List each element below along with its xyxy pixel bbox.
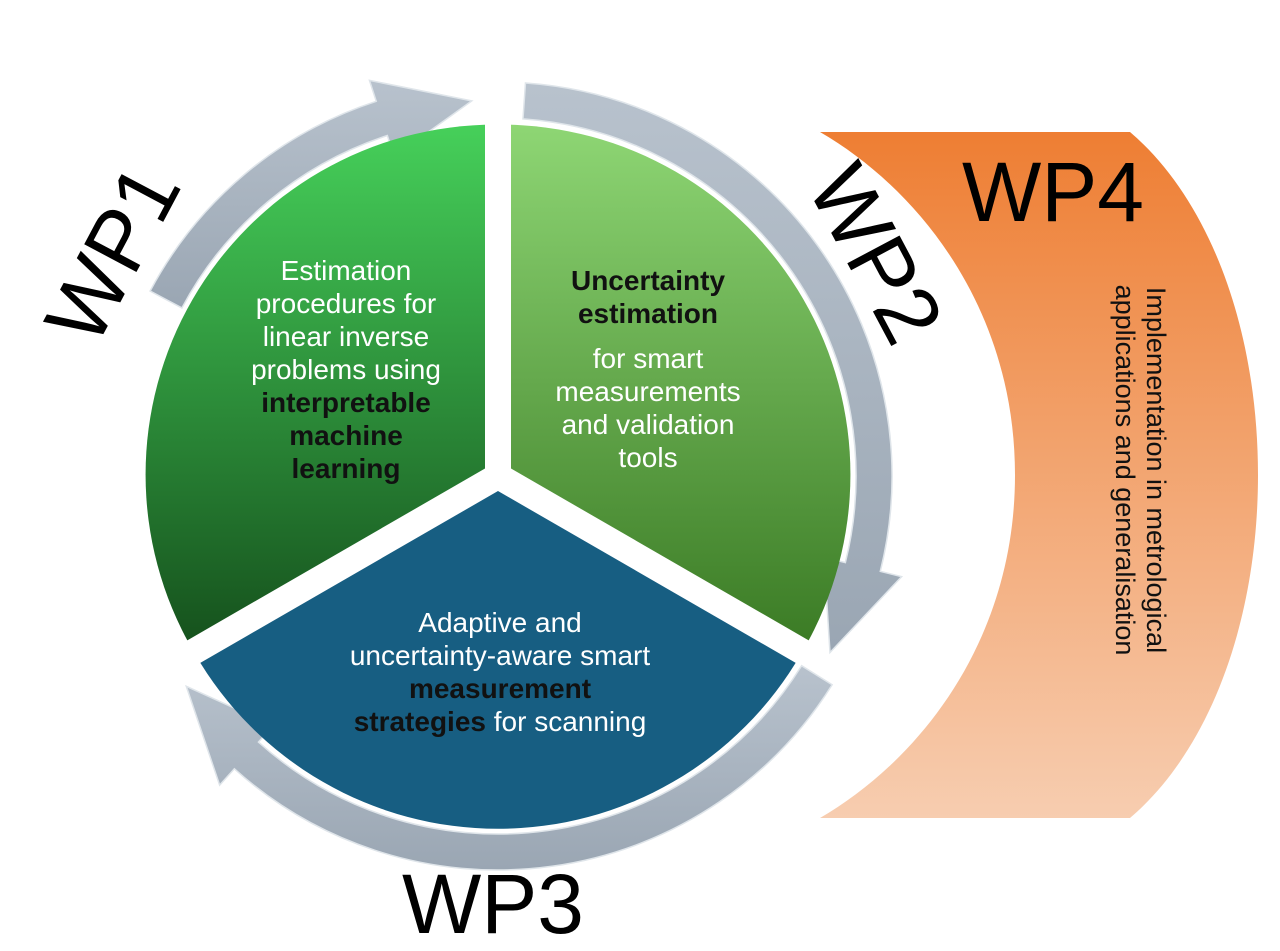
segment-divider bbox=[184, 464, 505, 665]
wp3-label: WP3 bbox=[402, 857, 585, 951]
wp4-description: Implementation in metrological applicati… bbox=[1109, 240, 1171, 700]
wp2-line-bold: Uncertainty bbox=[570, 265, 726, 296]
wp1-line-bold: learning bbox=[291, 453, 401, 484]
wp1-line: Estimation bbox=[280, 255, 412, 286]
wp1-line-bold: machine bbox=[289, 420, 403, 451]
wp2-line: and validation bbox=[561, 409, 735, 440]
wp3-line: uncertainty-aware smart bbox=[349, 640, 651, 671]
wp4-label: WP4 bbox=[962, 145, 1145, 239]
wp1-line: problems using bbox=[251, 354, 441, 385]
wp2-segment bbox=[500, 124, 851, 650]
wp1-description: Estimation procedures for linear inverse… bbox=[226, 254, 466, 485]
wp3-line: Adaptive and bbox=[418, 607, 582, 638]
wp4-line: applications and generalisation bbox=[1110, 284, 1140, 656]
wp4-band bbox=[820, 132, 1258, 818]
segment-divider bbox=[491, 464, 812, 665]
wp4-line: Implementation in metrological bbox=[1141, 286, 1171, 654]
wp2-description: Uncertainty estimation for smart measure… bbox=[528, 264, 768, 474]
wp1-line: linear inverse bbox=[262, 321, 430, 352]
wp2-line: measurements bbox=[555, 376, 741, 407]
arrow-wp1-to-wp2-icon bbox=[149, 79, 474, 309]
wp3-description: Adaptive and uncertainty-aware smart mea… bbox=[300, 606, 700, 738]
wp1-line-bold: interpretable bbox=[261, 387, 431, 418]
wp1-segment bbox=[145, 124, 496, 650]
wp2-line: tools bbox=[618, 442, 678, 473]
wp3-line-bold: strategies bbox=[353, 706, 486, 737]
wp3-line-bold: measurement bbox=[408, 673, 592, 704]
arrow-wp3-to-wp1-icon bbox=[185, 664, 834, 871]
wp2-line-bold: estimation bbox=[577, 298, 719, 329]
arrow-wp2-to-wp3-icon bbox=[522, 82, 904, 655]
wp2-line: for smart bbox=[592, 343, 704, 374]
wp1-line: procedures for bbox=[255, 288, 437, 319]
wp3-line: for scanning bbox=[485, 706, 647, 737]
